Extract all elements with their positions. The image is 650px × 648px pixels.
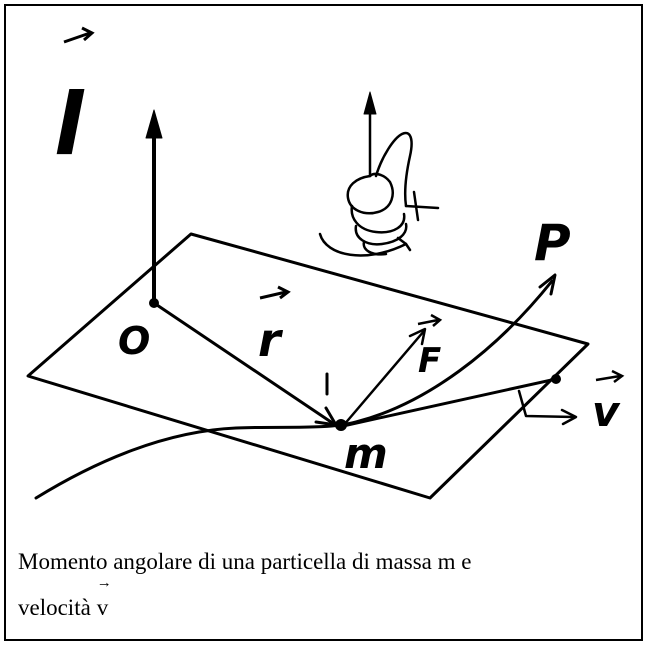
trajectory-curve xyxy=(34,279,554,500)
caption-velocity-letter: v xyxy=(96,595,109,620)
caption-line-1: Momento angolare di una particella di ma… xyxy=(18,549,472,574)
label-particle: m xyxy=(344,429,388,478)
velocity-arrowhead xyxy=(560,408,578,426)
angular-momentum-arrowhead xyxy=(145,109,163,139)
label-origin: O xyxy=(118,319,150,363)
caption-vector-arrow: → xyxy=(96,575,112,591)
velocity-tangent xyxy=(341,377,558,428)
label-f-arrow xyxy=(417,313,443,327)
caption-velocity-symbol: →v xyxy=(96,576,112,631)
angular-momentum-diagram: l O r F P m v xyxy=(26,26,625,500)
label-v-arrow xyxy=(595,369,625,383)
trajectory-arrowhead xyxy=(538,273,557,296)
right-hand-rule-icon xyxy=(318,91,440,257)
label-angular-momentum: l xyxy=(54,75,85,175)
force-vector xyxy=(341,329,426,428)
velocity-tip-point xyxy=(551,374,561,384)
position-vector xyxy=(152,301,336,426)
label-position: r xyxy=(258,313,284,367)
label-point-p: P xyxy=(534,214,571,272)
particle-point xyxy=(335,419,347,431)
caption: Momento angolare di una particella di ma… xyxy=(18,539,638,631)
velocity-vector xyxy=(517,389,576,419)
label-l-arrow xyxy=(63,26,95,44)
label-r-arrow xyxy=(259,285,291,300)
label-velocity: v xyxy=(592,387,621,436)
force-arrowhead xyxy=(408,327,427,346)
caption-line-2: velocità→v xyxy=(18,576,638,631)
position-arrowhead xyxy=(314,406,338,427)
origin-point xyxy=(149,298,159,308)
label-force: F xyxy=(418,341,441,381)
caption-velocity-word: velocità xyxy=(18,595,91,620)
plane xyxy=(26,232,590,500)
figure-frame: l O r F P m v Momento angolare di una pa… xyxy=(4,4,643,641)
